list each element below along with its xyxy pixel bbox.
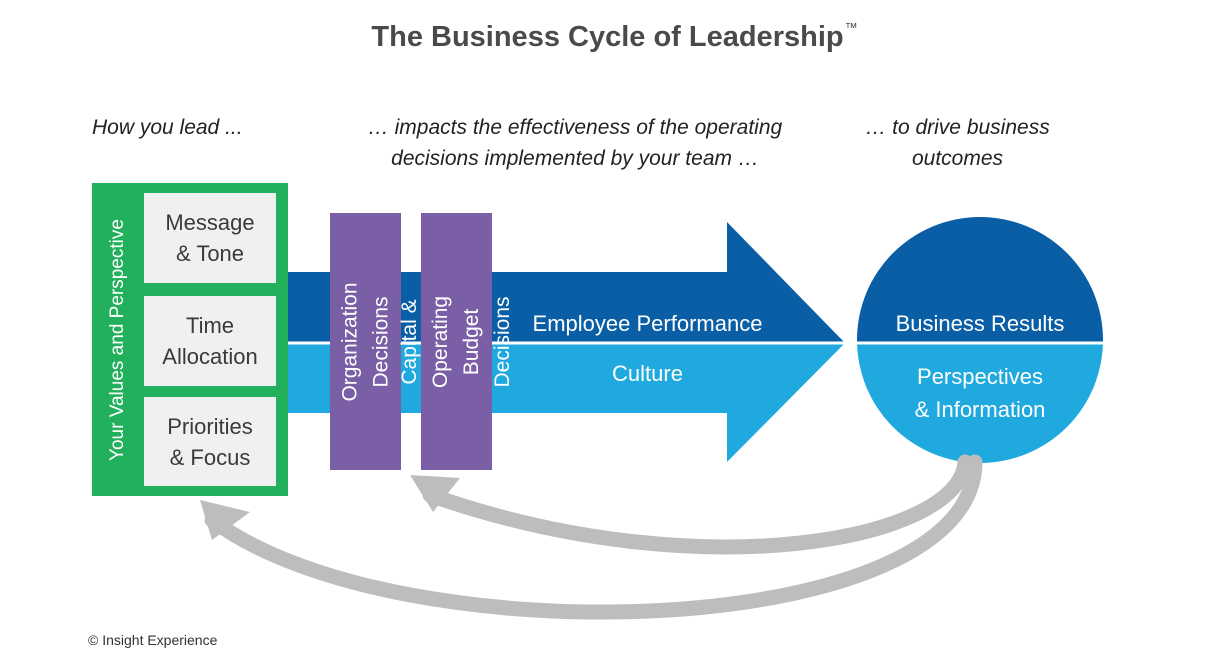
time-allocation-box: Time Allocation [144, 296, 276, 386]
diagram-title: The Business Cycle of Leadership™ [371, 20, 858, 53]
organization-decisions-bar: Organization Decisions [330, 213, 401, 470]
caption-impacts: … impacts the effectiveness of the opera… [367, 116, 783, 170]
outcome-circle [857, 217, 1103, 463]
budget-decisions-bar: Capital & Operating Budget Decisions [399, 213, 515, 470]
feedback-arc-outer [204, 454, 983, 620]
feedback-arrows [200, 454, 983, 620]
caption-how-you-lead: How you lead ... [92, 116, 243, 139]
business-results-label: Business Results [895, 311, 1065, 336]
feedback-arc-inner [422, 454, 973, 555]
feedback-head-outer [200, 500, 250, 540]
message-tone-box: Message & Tone [144, 193, 276, 283]
trademark-symbol: ™ [844, 20, 858, 35]
employee-performance-label: Employee Performance [532, 311, 763, 336]
priorities-focus-box: Priorities & Focus [144, 397, 276, 486]
copyright-footer: © Insight Experience [88, 632, 218, 648]
culture-label: Culture [612, 361, 683, 386]
values-perspective-label: Your Values and Perspective [107, 218, 129, 461]
feedback-head-inner [410, 475, 460, 512]
perspectives-information-label: Perspectives & Information [914, 364, 1046, 422]
caption-drive-outcomes: … to drive business outcomes [865, 116, 1050, 170]
